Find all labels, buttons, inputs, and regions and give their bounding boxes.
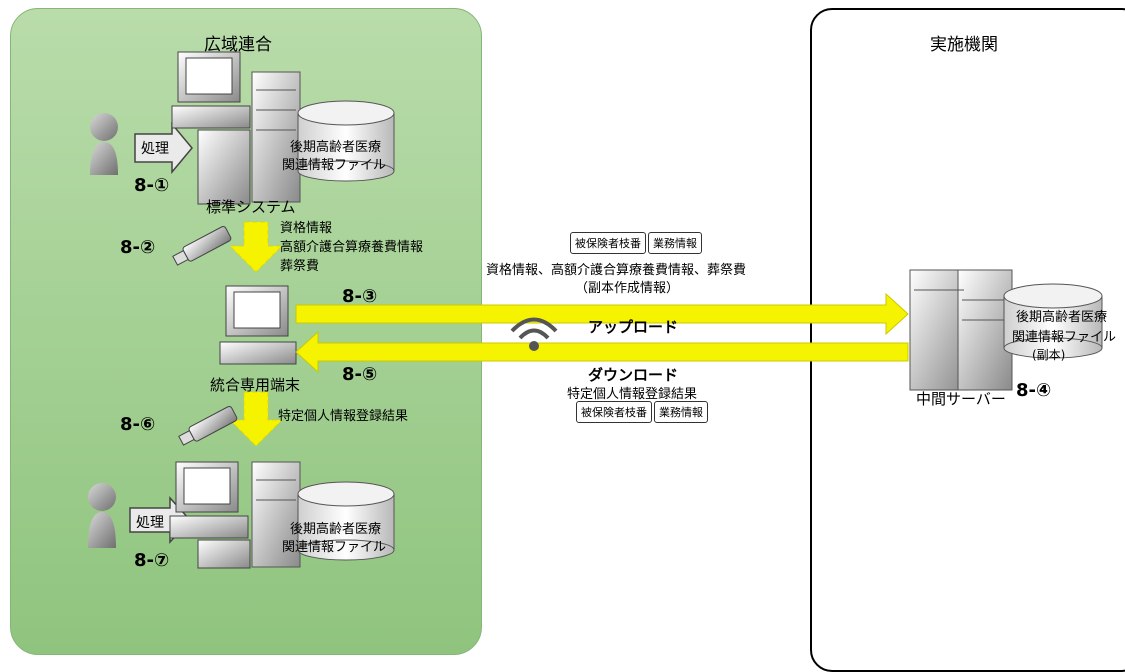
upload-line1: 資格情報、高額介護合算療養費情報、葬祭費 [486, 263, 747, 278]
arrow-down-1 [228, 221, 284, 273]
usb-icon-1 [172, 226, 232, 266]
server-db-line1: 後期高齢者医療 [1016, 310, 1108, 325]
step-8-2: 8-② [120, 237, 156, 258]
upload-tag-business-info: 業務情報 [648, 232, 702, 254]
standard-system-label: 標準システム [206, 198, 296, 216]
server-db-line3: (副本) [1032, 348, 1066, 362]
database-icon-bottom [297, 481, 395, 561]
process-label-top: 処理 [141, 141, 169, 157]
db-label-top-1: 後期高齢者医療 [290, 140, 382, 155]
server-rack-icon-bottom [251, 461, 301, 568]
person-icon-top [90, 113, 118, 175]
server-rack-icon-top [251, 71, 301, 203]
db-label-bottom-2: 関連情報ファイル [282, 540, 387, 555]
download-tag-business-info: 業務情報 [654, 401, 708, 423]
step-8-1: 8-① [134, 175, 170, 196]
upload-tag-group: 被保険者枝番 業務情報 [570, 232, 702, 254]
download-tag-group: 被保険者枝番 業務情報 [576, 401, 708, 423]
diagram-graphics [88, 51, 1103, 569]
usb2-line1: 特定個人情報登録結果 [278, 409, 409, 424]
download-tag-insured-branch: 被保険者枝番 [576, 401, 652, 423]
download-label: ダウンロード [588, 366, 679, 384]
step-8-5: 8-⑤ [342, 364, 378, 385]
step-8-7: 8-⑦ [134, 550, 170, 571]
upload-arrow [295, 292, 909, 336]
process-label-bottom: 処理 [136, 515, 164, 531]
computer-icon-top [171, 51, 251, 205]
db-label-bottom-1: 後期高齢者医療 [290, 522, 382, 537]
download-line1: 特定個人情報登録結果 [567, 387, 698, 402]
intermediate-server-icon [909, 269, 1013, 391]
person-icon-bottom [88, 483, 116, 548]
server-db-line2: 関連情報ファイル [1012, 330, 1117, 345]
step-8-3: 8-③ [342, 286, 378, 307]
computer-icon-bottom [169, 461, 251, 569]
upload-line2: （副本作成情報） [575, 281, 680, 296]
usb1-line2: 高額介護合算療養費情報 [280, 240, 424, 255]
left-zone-title: 広域連合 [204, 35, 272, 55]
terminal-label: 統合専用端末 [210, 376, 301, 394]
terminal-computer-icon [219, 285, 297, 365]
upload-tag-insured-branch: 被保険者枝番 [570, 232, 646, 254]
arrow-down-2 [228, 391, 284, 447]
step-8-4: 8-④ [1016, 380, 1052, 401]
usb1-line3: 葬祭費 [280, 259, 320, 274]
usb1-line1: 資格情報 [280, 221, 333, 236]
usb-icon-2 [178, 406, 238, 446]
upload-label: アップロード [588, 318, 679, 336]
step-8-6: 8-⑥ [120, 414, 156, 435]
intermediate-server-label: 中間サーバー [916, 390, 1006, 408]
wireless-icon [510, 317, 558, 351]
right-zone-title: 実施機関 [930, 35, 998, 55]
database-icon-server [1003, 283, 1103, 359]
download-arrow [295, 330, 909, 374]
db-label-top-2: 関連情報ファイル [282, 158, 387, 173]
process-arrow-top [134, 121, 193, 175]
database-icon-top [297, 100, 395, 182]
